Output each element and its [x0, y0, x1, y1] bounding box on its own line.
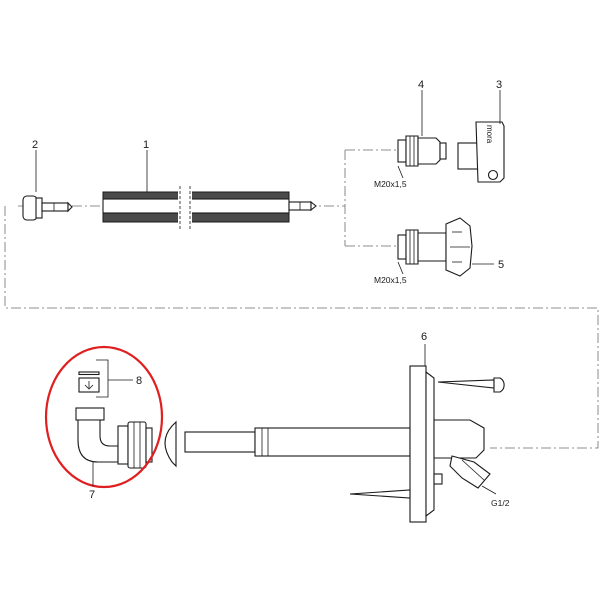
part-5-spindle-handle — [397, 217, 473, 277]
callout-1: 1 — [143, 139, 149, 151]
thread-label-outlet: G1/2 — [491, 498, 510, 508]
brand-text: mora — [485, 125, 494, 144]
callout-2: 2 — [32, 139, 38, 151]
highlight-circle — [44, 345, 164, 489]
assembly-guide-lines — [4, 149, 599, 449]
thread-label-spindle-handle: M20x1,5 — [374, 275, 407, 285]
callout-5: 5 — [498, 259, 504, 271]
leader-lines — [35, 90, 501, 495]
callout-6: 6 — [421, 331, 427, 343]
rosette-disc — [164, 420, 177, 468]
part-4-spindle-square — [397, 135, 447, 167]
callout-3: 3 — [496, 79, 502, 91]
part-7-elbow-fitting — [75, 407, 153, 469]
part-8-washer — [78, 359, 133, 398]
part-3-key: mora — [457, 121, 505, 183]
thread-label-spindle-key: M20x1,5 — [374, 179, 407, 189]
part-2-valve-cap — [22, 195, 73, 221]
callout-8: 8 — [136, 375, 142, 387]
callout-4: 4 — [418, 79, 424, 91]
callout-7: 7 — [89, 489, 95, 501]
part-6-faucet-body — [184, 365, 505, 523]
part-1-extension-tube — [102, 186, 317, 230]
